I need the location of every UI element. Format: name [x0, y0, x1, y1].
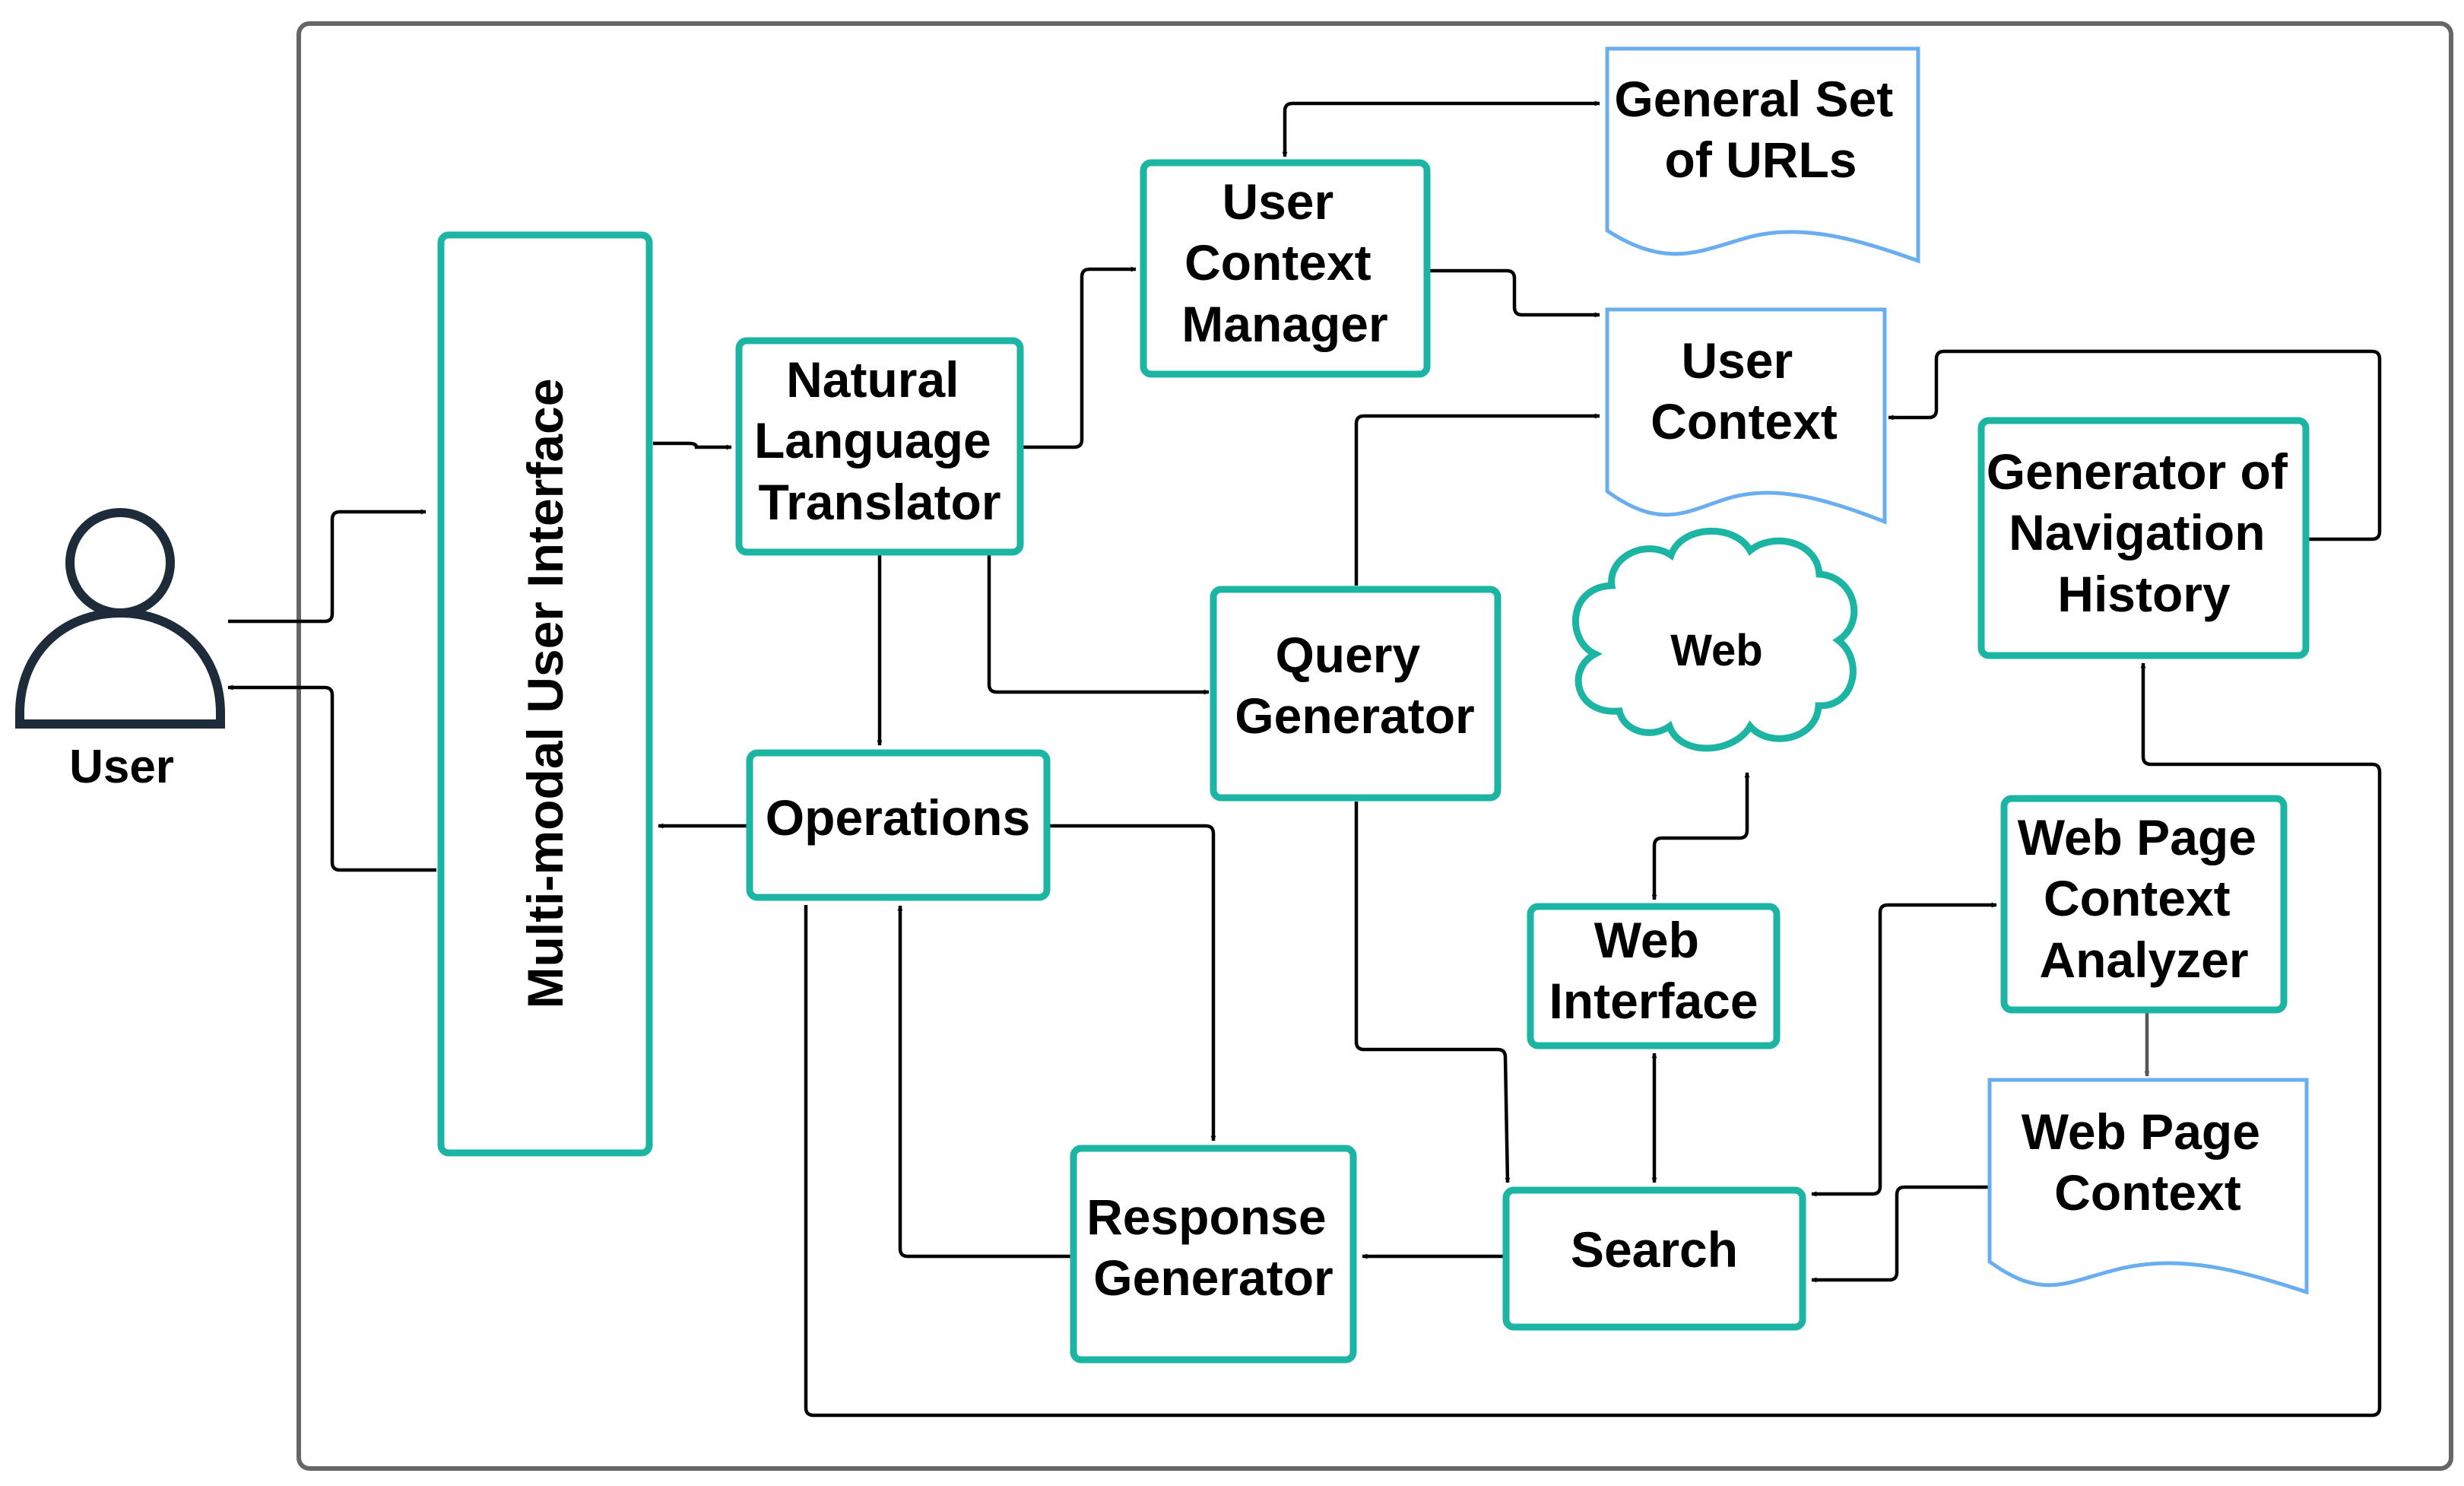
gnh-line-3: History — [2057, 566, 2231, 622]
nlt-line-1: Natural — [786, 351, 959, 408]
ucm-line-3: Manager — [1181, 296, 1387, 352]
nlt-line-2: Language — [754, 412, 991, 468]
edge-resp-to-ops — [897, 905, 1076, 1259]
uctx-line-1: User — [1681, 332, 1793, 389]
system-boundary — [297, 21, 2453, 1471]
web-cloud-node: Web — [1571, 527, 1858, 752]
query-generator-node: Query Generator — [1210, 586, 1502, 802]
qgen-line-2: Generator — [1235, 687, 1474, 744]
web-page-context-document: Web Page Context — [1987, 1078, 2309, 1295]
edge-ops-to-gnh — [804, 662, 2382, 1418]
resp-line-1: Response — [1086, 1189, 1326, 1245]
general-urls-document: General Set of URLs — [1605, 46, 1920, 264]
connectors — [227, 100, 2382, 1418]
gnh-line-2: Navigation — [2009, 504, 2265, 560]
operations-label: Operations — [766, 789, 1030, 846]
wpc-line-1: Web Page — [2022, 1103, 2260, 1160]
svg-text:Response Generator: Response Generator — [1086, 1189, 1340, 1306]
resp-line-2: Generator — [1093, 1249, 1333, 1306]
user-head-icon — [65, 508, 175, 618]
edge-gnh-to-uctx — [1888, 349, 2382, 541]
edge-ucm-urls — [1282, 100, 1600, 157]
search-label: Search — [1571, 1221, 1738, 1278]
svg-text:Query Generator: Query Generator — [1235, 627, 1474, 744]
multimodal-ui-label: Multi-modal User Interface — [517, 379, 573, 1009]
urls-line-2: of URLs — [1665, 132, 1857, 188]
edge-ops-to-resp — [1047, 824, 1216, 1141]
user-context-manager-node: User Context Manager — [1140, 159, 1431, 378]
edge-ui-to-nlt — [653, 441, 732, 450]
urls-line-1: General Set — [1614, 71, 1893, 127]
web-label: Web — [1670, 626, 1762, 675]
svg-text:Web Page Context A: Web Page Context Analyzer — [2018, 809, 2271, 988]
navigation-history-generator-node: Generator of Navigation History — [1977, 417, 2310, 659]
natural-language-translator-node: Natural Language Translator — [735, 337, 1024, 556]
svg-text:Natural Language T: Natural Language Translator — [754, 351, 1005, 530]
web-page-context-analyzer-node: Web Page Context Analyzer — [2000, 795, 2288, 1014]
svg-text:Web Interface: Web Interface — [1549, 912, 1758, 1029]
edge-nlt-to-ucm — [1020, 266, 1137, 449]
user-context-document: User Context — [1605, 307, 1887, 525]
nlt-line-3: Translator — [758, 474, 1001, 530]
edge-search-wpca — [1811, 902, 1997, 1197]
ucm-line-1: User — [1222, 173, 1333, 230]
operations-node: Operations — [746, 749, 1051, 901]
edge-qgen-to-search — [1354, 802, 1511, 1183]
svg-text:Web Page Context: Web Page Context — [2022, 1103, 2275, 1221]
edge-nlt-to-qgen — [987, 552, 1210, 695]
user-label: User — [69, 741, 174, 793]
svg-text:User Context: User Context — [1651, 332, 1838, 449]
wint-line-1: Web — [1594, 912, 1699, 968]
edge-qgen-to-uctx — [1354, 413, 1600, 586]
wpca-line-1: Web Page — [2018, 809, 2256, 865]
wpca-line-2: Context — [2044, 870, 2231, 926]
cloud-icon — [1571, 527, 1858, 752]
edge-wpc-to-search — [1811, 1185, 1988, 1283]
svg-text:General Set of URLs: General Set of URLs — [1614, 71, 1907, 188]
response-generator-node: Response Generator — [1070, 1145, 1357, 1364]
edge-ucm-to-uctx — [1427, 268, 1600, 318]
search-node: Search — [1502, 1186, 1806, 1331]
edge-ui-to-user — [227, 684, 436, 872]
edge-user-to-ui — [228, 509, 427, 624]
svg-text:Generator of Navigation: Generator of Navigation History — [1987, 443, 2301, 622]
gnh-line-1: Generator of — [1987, 443, 2288, 500]
wint-line-2: Interface — [1549, 973, 1758, 1029]
wpca-line-3: Analyzer — [2039, 932, 2248, 988]
wpc-line-2: Context — [2054, 1164, 2241, 1221]
multimodal-ui-node: Multi-modal User Interface — [437, 231, 653, 1157]
uctx-line-2: Context — [1651, 393, 1838, 449]
user-actor: User — [15, 508, 225, 793]
edge-wint-web — [1651, 772, 1750, 900]
user-body-icon — [15, 608, 225, 729]
web-interface-node: Web Interface — [1527, 903, 1781, 1049]
qgen-line-1: Query — [1275, 627, 1420, 683]
ucm-line-2: Context — [1184, 234, 1372, 291]
svg-text:User Context Manag: User Context Manager — [1181, 173, 1387, 352]
